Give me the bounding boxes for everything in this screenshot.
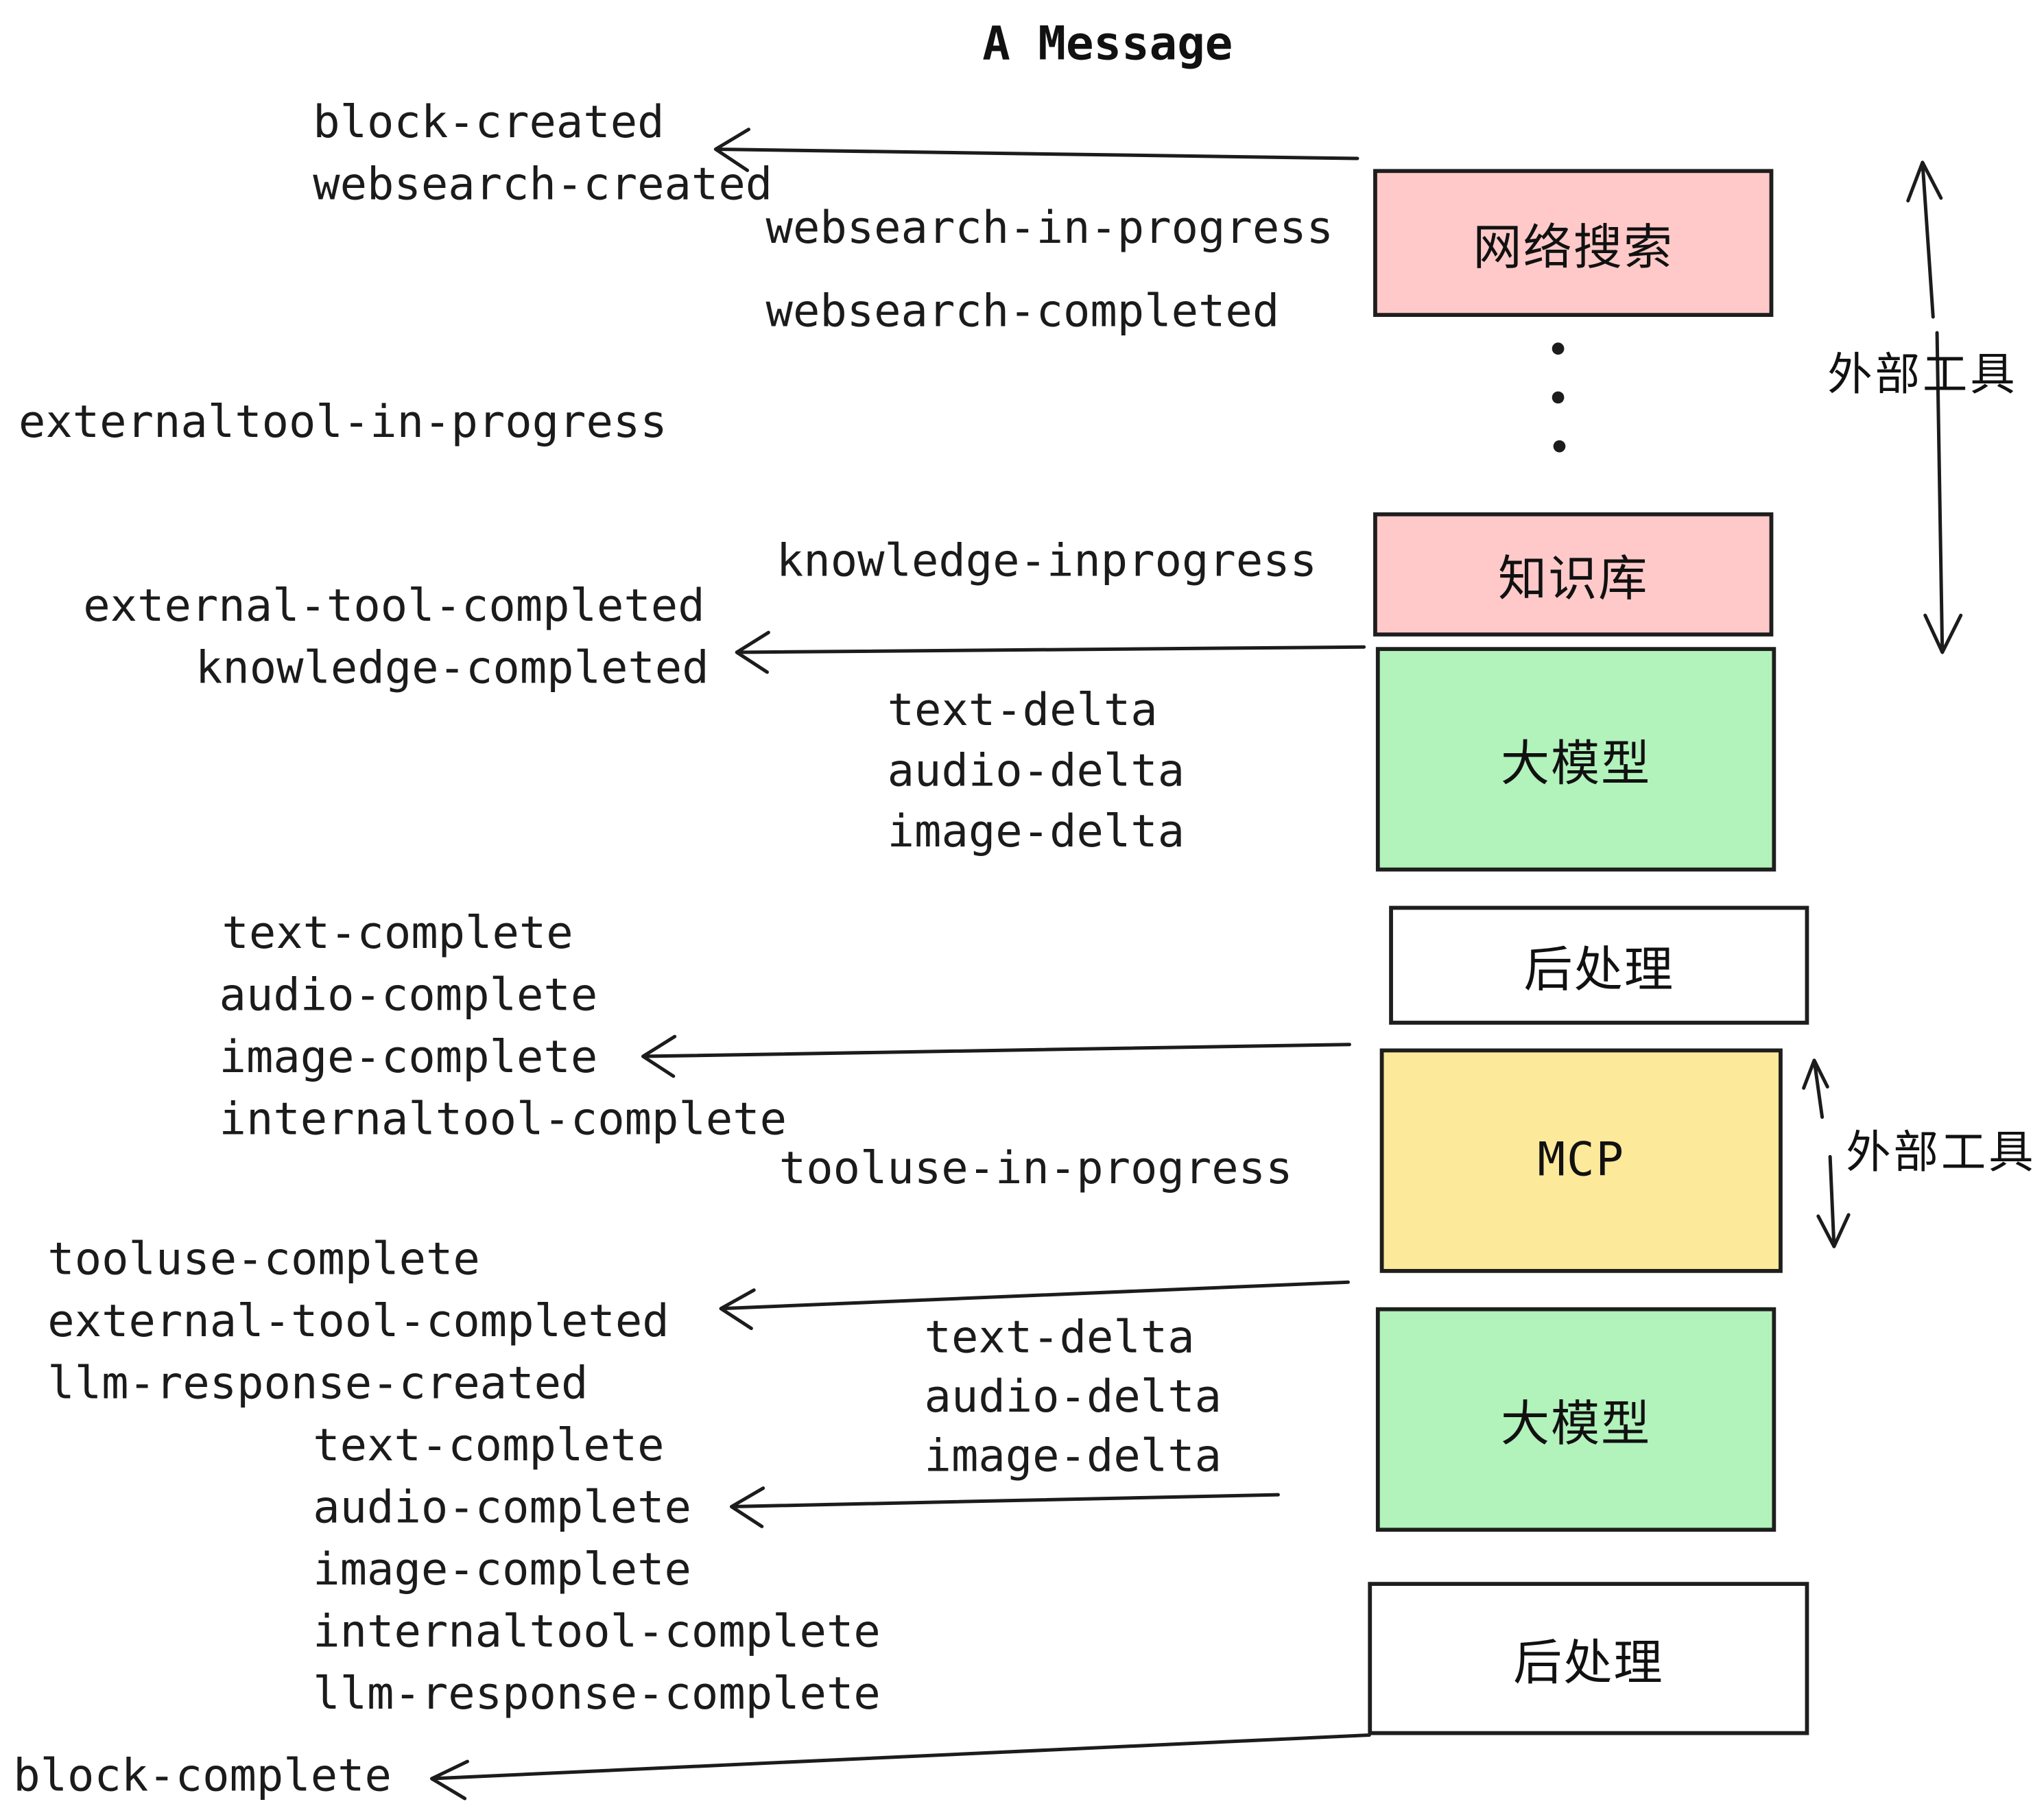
event-audio-complete-1: audio-complete [219, 969, 598, 1022]
event-image-complete-1: image-complete [219, 1031, 598, 1084]
arrow-image-complete [641, 1034, 1351, 1078]
event-text-complete-1: text-complete [222, 907, 573, 960]
ellipsis-dot [1553, 440, 1566, 453]
event-knowledge-inprogress: knowledge-inprogress [776, 534, 1318, 588]
event-tooluse-in-progress: tooluse-in-progress [779, 1142, 1293, 1196]
ellipsis-dot [1552, 342, 1565, 355]
arrow-external-tools-up-1 [1906, 161, 1943, 319]
event-websearch-completed: websearch-completed [765, 285, 1280, 338]
box-llm-2-label: 大模型 [1500, 1395, 1652, 1453]
arrow-knowledge-completed [735, 630, 1366, 674]
box-postprocess-2: 后处理 [1368, 1582, 1809, 1735]
event-llm-response-complete: llm-response-complete [313, 1667, 881, 1721]
box-knowledge-label: 知识库 [1497, 550, 1649, 608]
side-label-external-tools-2: 外部工具 [1846, 1126, 2036, 1180]
event-text-delta-2: text-delta [924, 1311, 1195, 1364]
event-internaltool-complete-2: internaltool-complete [313, 1605, 881, 1659]
event-websearch-in-progress: websearch-in-progress [765, 202, 1334, 255]
box-websearch-label: 网络搜索 [1473, 219, 1674, 276]
event-image-delta-2: image-delta [924, 1429, 1222, 1483]
arrow-external-tools-up-2 [1802, 1058, 1829, 1119]
arrow-websearch-created [713, 128, 1359, 172]
box-knowledge: 知识库 [1373, 512, 1774, 637]
box-llm-1-label: 大模型 [1500, 735, 1652, 793]
event-websearch-created: websearch-created [313, 158, 773, 212]
event-text-delta-1: text-delta [887, 684, 1158, 737]
box-llm-2: 大模型 [1375, 1307, 1776, 1532]
box-mcp-label: MCP [1537, 1134, 1625, 1187]
event-external-tool-completed-2: external-tool-completed [47, 1295, 669, 1349]
event-block-complete: block-complete [13, 1749, 392, 1803]
event-knowledge-completed: knowledge-completed [195, 641, 709, 695]
event-block-created: block-created [313, 96, 665, 150]
box-postprocess-1-label: 后处理 [1523, 941, 1674, 999]
event-audio-complete-2: audio-complete [313, 1481, 691, 1534]
ellipsis-dot [1552, 391, 1565, 404]
box-postprocess-1: 后处理 [1389, 905, 1809, 1025]
box-llm-1: 大模型 [1375, 647, 1776, 872]
event-llm-response-created: llm-response-created [47, 1357, 589, 1410]
event-external-tool-completed-1: external-tool-completed [83, 580, 705, 633]
event-image-complete-2: image-complete [313, 1543, 691, 1597]
arrow-external-tools-down-2 [1816, 1154, 1851, 1248]
event-internaltool-complete-1: internaltool-complete [219, 1093, 787, 1146]
event-audio-delta-1: audio-delta [887, 744, 1185, 798]
event-tooluse-complete: tooluse-complete [47, 1233, 480, 1287]
side-label-external-tools-1: 外部工具 [1827, 348, 2018, 402]
event-audio-delta-2: audio-delta [924, 1370, 1222, 1424]
event-text-complete-2: text-complete [313, 1419, 665, 1473]
event-externaltool-in-progress: externaltool-in-progress [18, 396, 667, 449]
box-postprocess-2-label: 后处理 [1513, 1635, 1664, 1692]
box-websearch: 网络搜索 [1373, 169, 1774, 318]
arrow-audio-complete [729, 1486, 1280, 1528]
diagram-title: A Message [982, 18, 1233, 71]
event-image-delta-1: image-delta [887, 805, 1185, 859]
arrow-block-complete [429, 1733, 1371, 1801]
box-mcp: MCP [1379, 1048, 1783, 1273]
